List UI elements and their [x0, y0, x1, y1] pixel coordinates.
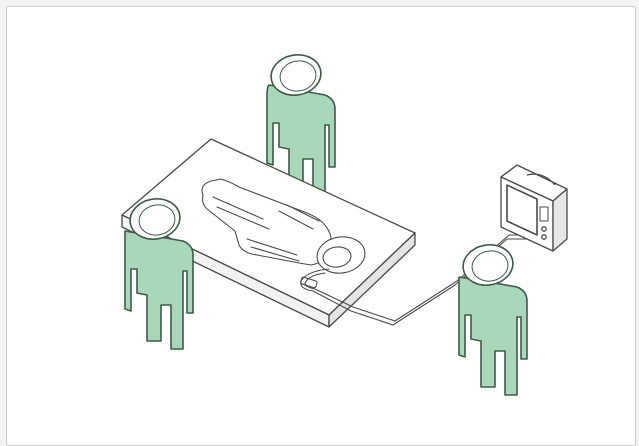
cable-icon: [300, 234, 532, 326]
staff-person-icon: [458, 244, 528, 396]
patient-figure-icon: [201, 178, 366, 289]
illustration: [121, 54, 568, 396]
figure-frame: [6, 6, 636, 446]
staff-person-icon: [124, 198, 194, 350]
patient-monitor-icon: [500, 164, 568, 252]
staff-person-icon: [266, 54, 336, 204]
